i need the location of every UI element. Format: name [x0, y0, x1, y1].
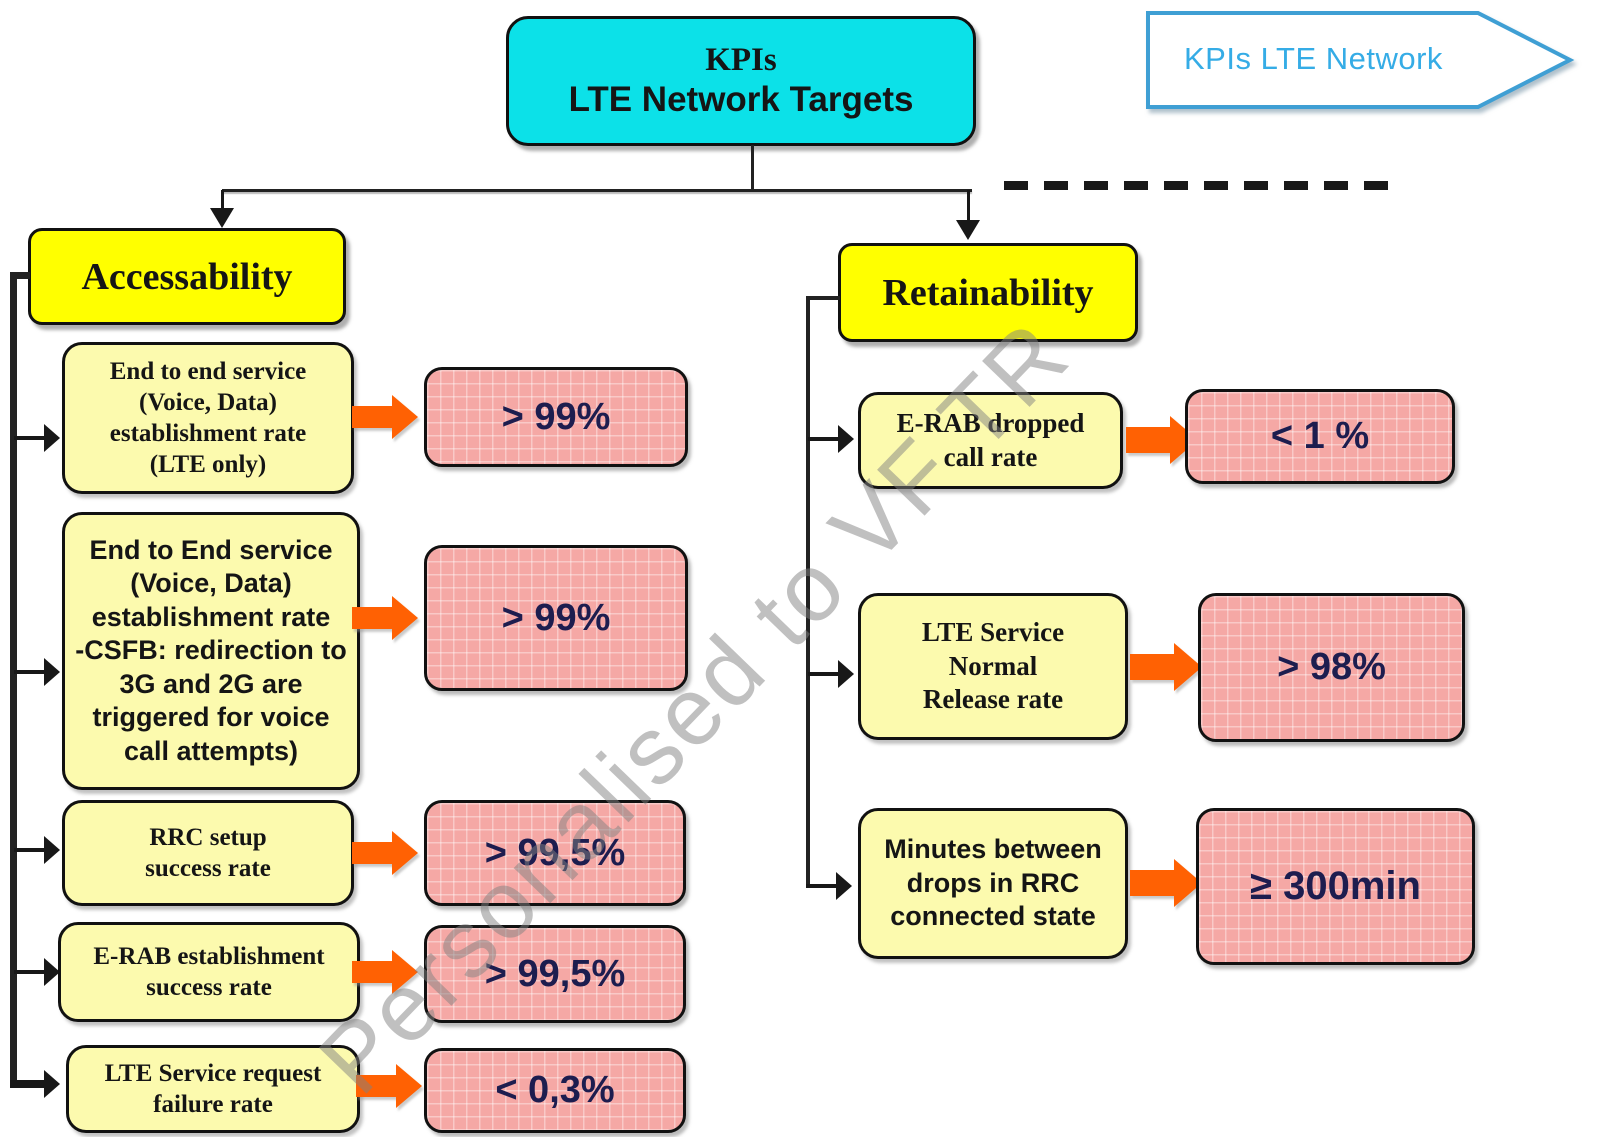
left-trunk-line [10, 272, 17, 1086]
root-title-line1: KPIs [705, 41, 777, 78]
branch-horizontal-connector [222, 189, 972, 192]
stub-arrow-right-1-icon [808, 425, 854, 453]
stub-arrow-right-2-icon [808, 660, 854, 688]
stub-head [44, 424, 60, 452]
target-box-2: > 99% [424, 545, 688, 691]
arrow-head [396, 1064, 422, 1108]
stub-arrow-left-1-icon [14, 424, 60, 452]
kpi-box-lte-normal-release: LTE Service Normal Release rate [858, 593, 1128, 740]
arrow-shaft [352, 406, 392, 428]
orange-arrow-right-icon [352, 950, 418, 994]
orange-arrow-right-icon [352, 596, 418, 640]
retainability-header: Retainability [838, 243, 1138, 342]
stub-line [14, 970, 44, 974]
kpi-box-lte-service-request: LTE Service request failure rate [66, 1045, 360, 1133]
kpi-box-erab-establishment: E-RAB establishment success rate [58, 922, 360, 1022]
stub-line [14, 436, 44, 440]
stub-head [836, 872, 852, 900]
orange-arrow-right-icon [356, 1064, 422, 1108]
arrow-shaft [352, 842, 392, 864]
arrow-head [956, 220, 980, 240]
arrow-head [1174, 643, 1202, 691]
stub-line [14, 848, 44, 852]
stub-head [44, 658, 60, 686]
stub-head [838, 425, 854, 453]
stub-arrow-left-5-icon [10, 1070, 60, 1098]
orange-arrow-right-icon [1130, 643, 1202, 691]
target-box-8: ≥ 300min [1196, 808, 1475, 965]
root-title-line2: LTE Network Targets [568, 79, 914, 119]
target-box-6: < 1 % [1185, 389, 1455, 484]
dashed-connector [1004, 181, 1390, 190]
target-box-1: > 99% [424, 367, 688, 467]
stub-arrow-right-3-icon [806, 872, 852, 900]
right-trunk-elbow [806, 296, 840, 300]
left-trunk-elbow [10, 272, 30, 279]
arrow-shaft [1130, 654, 1174, 680]
kpi-box-rrc-setup: RRC setup success rate [62, 800, 354, 906]
stub-head [838, 660, 854, 688]
arrow-down-to-accessability-icon [210, 190, 234, 228]
stub-arrow-left-4-icon [14, 958, 60, 986]
kpi-box-e2e-csfb: End to End service (Voice, Data) establi… [62, 512, 360, 790]
arrow-head [392, 831, 418, 875]
arrow-line [966, 190, 970, 220]
kpi-banner: KPIs LTE Network [1146, 10, 1576, 110]
arrow-head [392, 950, 418, 994]
arrow-shaft [356, 1075, 396, 1097]
stub-head [44, 1070, 60, 1098]
target-box-7: > 98% [1198, 593, 1465, 742]
stub-head [44, 836, 60, 864]
stub-arrow-left-3-icon [14, 836, 60, 864]
target-box-5: < 0,3% [424, 1048, 686, 1133]
arrow-line [220, 190, 224, 208]
stub-arrow-left-2-icon [14, 658, 60, 686]
arrow-shaft [352, 961, 392, 983]
arrow-shaft [352, 607, 392, 629]
kpi-box-erab-dropped: E-RAB dropped call rate [858, 392, 1123, 489]
root-node-kpis-lte-network-targets: KPIs LTE Network Targets [506, 16, 976, 146]
arrow-down-to-retainability-icon [956, 190, 980, 240]
arrow-shaft [1126, 427, 1170, 453]
orange-arrow-right-icon [352, 831, 418, 875]
stub-line [808, 672, 838, 676]
stub-line [806, 884, 836, 888]
stub-head [44, 958, 60, 986]
arrow-head [392, 395, 418, 439]
root-vertical-connector [751, 145, 754, 191]
right-trunk-line [806, 296, 810, 888]
kpi-box-e2e-lte-only: End to end service (Voice, Data) establi… [62, 342, 354, 494]
orange-arrow-right-icon [352, 395, 418, 439]
stub-line [10, 1080, 44, 1088]
arrow-head [210, 208, 234, 228]
banner-arrow-shape [1146, 11, 1575, 109]
stub-line [14, 670, 44, 674]
orange-arrow-right-icon [1130, 859, 1202, 907]
arrow-head [392, 596, 418, 640]
target-box-3: > 99,5% [424, 800, 686, 906]
arrow-shaft [1130, 870, 1174, 896]
target-box-4: > 99,5% [424, 925, 686, 1023]
stub-line [808, 437, 838, 441]
accessability-header: Accessability [28, 228, 346, 325]
kpi-box-minutes-between-drops: Minutes between drops in RRC connected s… [858, 808, 1128, 959]
banner-label: KPIs LTE Network [1184, 40, 1443, 76]
